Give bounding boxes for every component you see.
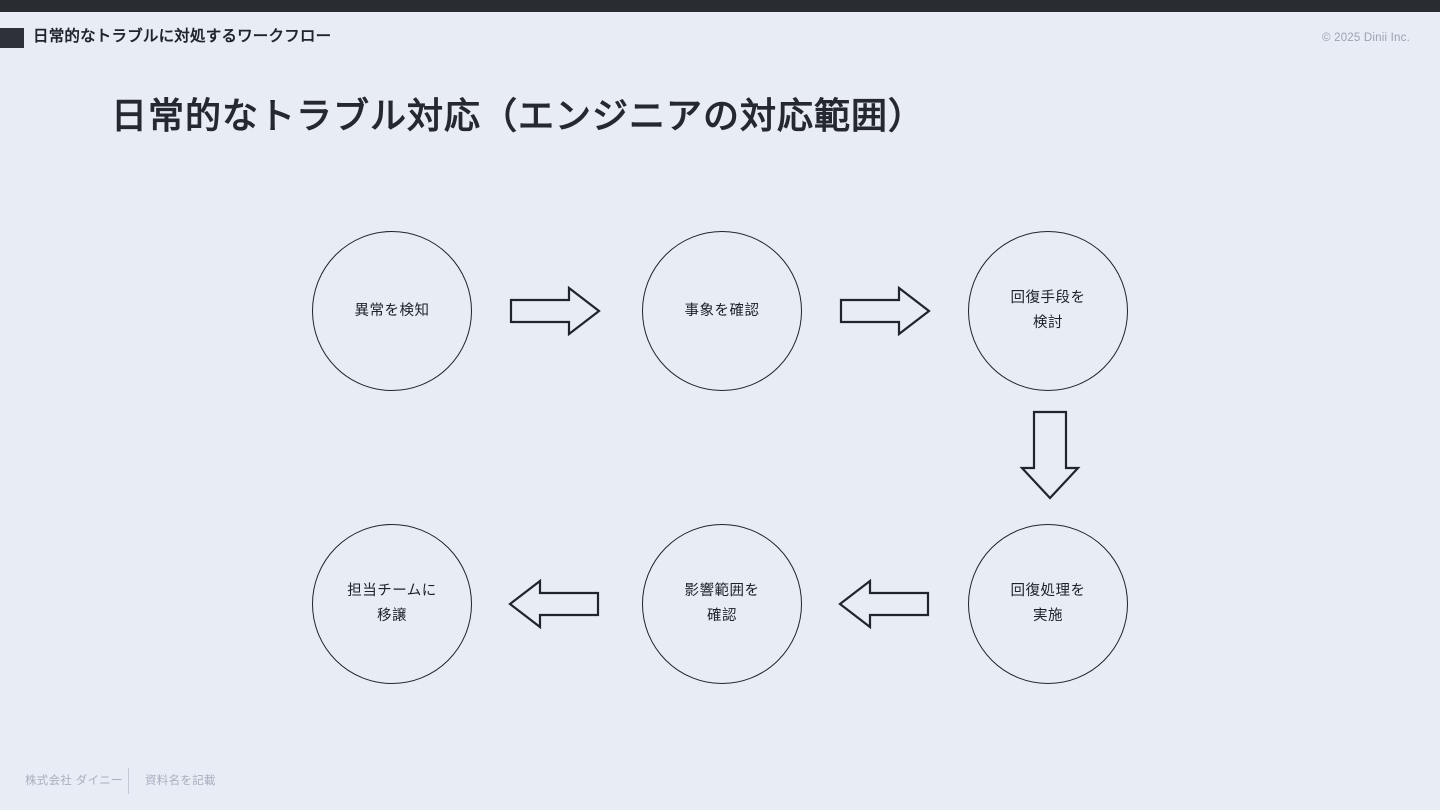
flow-node-handover: 担当チームに 移譲 xyxy=(312,524,472,684)
arrow-right-icon xyxy=(839,285,931,337)
arrow-left-icon xyxy=(838,578,930,630)
flow-node-recover: 回復処理を 実施 xyxy=(968,524,1128,684)
flow-node-label: 影響範囲を 確認 xyxy=(684,583,760,624)
flow-node-label: 異常を検知 xyxy=(354,302,430,319)
flow-node-label: 回復処理を 実施 xyxy=(1010,583,1086,624)
top-accent-bar xyxy=(0,0,1440,12)
slide-footer: 株式会社 ダイニー 資料名を記載 xyxy=(0,754,1440,810)
flow-node-plan: 回復手段を 検討 xyxy=(968,231,1128,391)
footer-divider xyxy=(128,768,129,794)
page-title: 日常的なトラブル対応（エンジニアの対応範囲） xyxy=(111,95,926,136)
footer-document-name: 資料名を記載 xyxy=(145,775,216,787)
square-marker-icon xyxy=(0,28,24,48)
flow-node-detect: 異常を検知 xyxy=(312,231,472,391)
arrow-down-icon xyxy=(1019,410,1081,500)
flow-node-label: 回復手段を 検討 xyxy=(1010,290,1086,331)
flow-node-label: 事象を確認 xyxy=(684,302,760,319)
header-title: 日常的なトラブルに対処するワークフロー xyxy=(33,28,332,45)
flow-node-confirm: 事象を確認 xyxy=(642,231,802,391)
footer-company: 株式会社 ダイニー xyxy=(25,775,123,787)
copyright-text: © 2025 Dinii Inc. xyxy=(1322,32,1410,44)
flow-node-impact: 影響範囲を 確認 xyxy=(642,524,802,684)
flow-node-label: 担当チームに 移譲 xyxy=(347,583,437,624)
arrow-right-icon xyxy=(509,285,601,337)
arrow-left-icon xyxy=(508,578,600,630)
slide-header: 日常的なトラブルに対処するワークフロー © 2025 Dinii Inc. xyxy=(0,12,1440,56)
